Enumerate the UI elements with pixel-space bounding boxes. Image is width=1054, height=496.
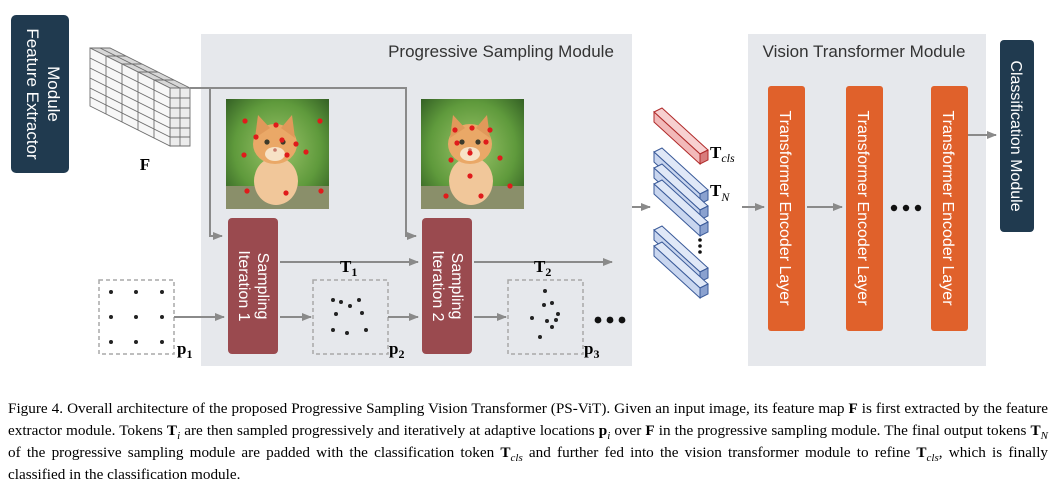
- token-cls-bar: [653, 107, 709, 166]
- encoder-layer-2-label: Transformer Encoder Layer: [854, 110, 871, 306]
- classification-module-label: Classification Module: [1007, 60, 1024, 211]
- points-p1-grid: [109, 290, 164, 344]
- sampling-iteration-2-line-1: Sampling: [448, 253, 465, 320]
- feature-extractor-label-1: Feature Extractor: [23, 28, 42, 160]
- points-p1-label: p1: [177, 339, 192, 361]
- points-box-p3: [507, 279, 584, 355]
- caption-segment: T: [500, 444, 511, 461]
- sampling-iteration-1-line-2: Iteration 1: [235, 250, 252, 321]
- points-p2-label: p2: [389, 339, 404, 361]
- caption-segment: , which is finally classified in the cla…: [8, 444, 1049, 483]
- caption-segment: p: [598, 422, 608, 439]
- token-vertical-dots: [698, 238, 702, 254]
- caption-segment: T: [166, 422, 178, 439]
- continuation-dots-points: [594, 316, 626, 324]
- cat-image-1: [226, 99, 329, 209]
- encoder-layer-3-label: Transformer Encoder Layer: [939, 110, 956, 306]
- caption-segment: i: [177, 430, 181, 443]
- caption-segment: in the progressive sampling module. The …: [654, 422, 1031, 439]
- feature-map-label: F: [140, 155, 150, 174]
- caption-segment: cls: [510, 452, 523, 465]
- feature-extractor-label-2: Module: [44, 66, 63, 122]
- sampling-iteration-2: [422, 218, 472, 354]
- points-p2-scatter: [331, 298, 368, 335]
- classification-module: [1000, 40, 1034, 232]
- caption-segment: cls: [926, 452, 939, 465]
- caption-segment: over: [610, 422, 646, 439]
- sample-points-2: [443, 125, 513, 199]
- token-t1-label: T1: [340, 257, 357, 279]
- continuation-dots-encoders: [890, 204, 922, 212]
- cat-image-2: [421, 99, 524, 209]
- arrow-f-to-iter2: [190, 87, 417, 240]
- transformer-encoder-layer-3: [931, 86, 968, 331]
- progressive-sampling-title: Progressive Sampling Module: [388, 42, 614, 61]
- caption-segment: i: [607, 430, 611, 443]
- caption-segment: F: [645, 422, 655, 439]
- caption-segment: F: [848, 400, 858, 417]
- caption-segment: of the progressive sampling module are p…: [8, 444, 501, 461]
- transformer-encoder-layer-2: [846, 86, 883, 331]
- caption-segment: Figure 4. Overall architecture of the pr…: [8, 400, 849, 417]
- caption-segment: and further fed into the vision transfor…: [522, 444, 917, 461]
- token-t2-label: T2: [534, 257, 551, 279]
- arrow-f-to-iter1: [209, 88, 223, 240]
- caption-segment: N: [1040, 430, 1048, 443]
- caption-segment: T: [1030, 422, 1041, 439]
- feature-extractor-module: [11, 15, 69, 173]
- architecture-diagram: Progressive Sampling Module Vision Trans…: [11, 15, 1034, 366]
- sample-points-1: [241, 118, 324, 196]
- feature-map-grid: [89, 47, 191, 147]
- figure-caption: Figure 4. Overall architecture of the pr…: [8, 398, 1048, 486]
- vision-transformer-title: Vision Transformer Module: [763, 42, 966, 61]
- sampling-iteration-1-line-1: Sampling: [254, 253, 271, 320]
- token-bars-blue: [653, 147, 709, 300]
- caption-segment: are then sampled progressively and itera…: [180, 422, 599, 439]
- points-p3-label: p3: [584, 339, 599, 361]
- caption-segment: T: [916, 444, 927, 461]
- sampling-iteration-1: [228, 218, 278, 354]
- token-tcls-label: Tcls: [710, 143, 735, 165]
- encoder-layer-1-label: Transformer Encoder Layer: [776, 110, 793, 306]
- points-p3-scatter: [530, 289, 560, 339]
- sampling-iteration-2-line-2: Iteration 2: [429, 250, 446, 321]
- transformer-encoder-layer-1: [768, 86, 805, 331]
- caption-segment: is first extracted by the feature extrac…: [8, 400, 1048, 439]
- token-tn-label: TN: [710, 181, 730, 204]
